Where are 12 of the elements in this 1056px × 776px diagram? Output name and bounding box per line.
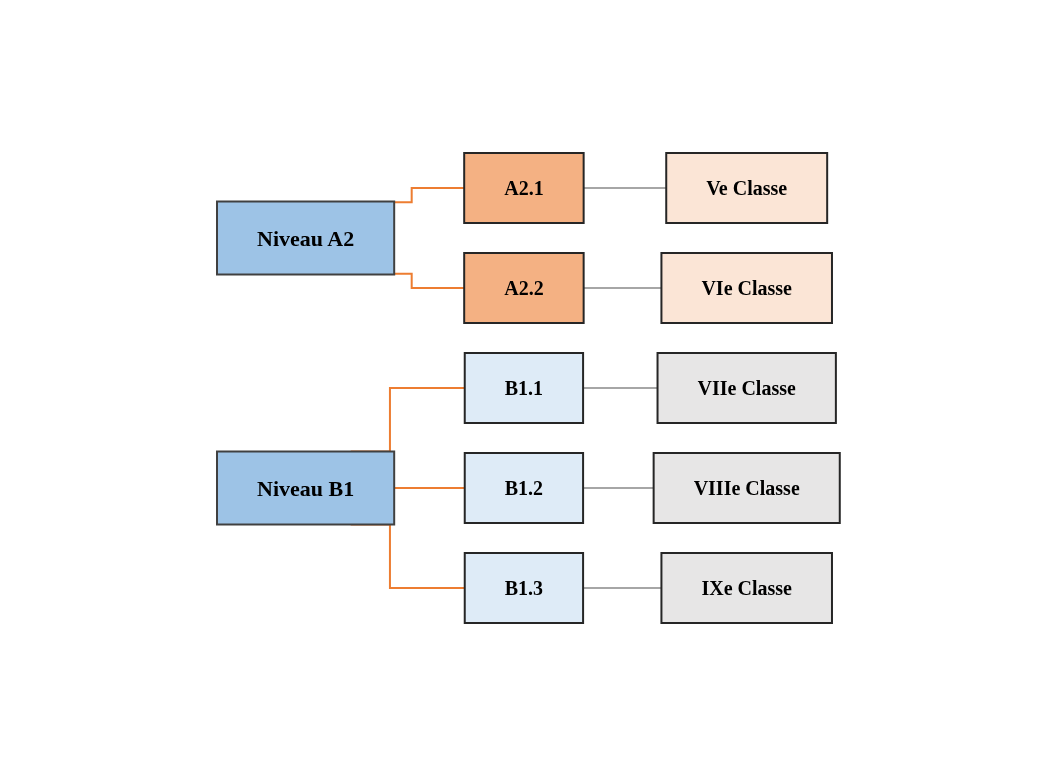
node-box: B1.2 (463, 452, 584, 524)
node-box: IXe Classe (660, 552, 833, 624)
node-box: Ve Classe (664, 152, 828, 224)
node-box: A2.2 (462, 252, 585, 324)
node-box: VIe Classe (660, 252, 833, 324)
node-box: B1.1 (463, 352, 584, 424)
node-box: B1.3 (463, 552, 584, 624)
node-box: A2.1 (462, 152, 585, 224)
node-box: Niveau A2 (215, 200, 395, 276)
node-box: Niveau B1 (215, 450, 395, 526)
node-box: VIIIe Classe (652, 452, 841, 524)
node-box: VIIe Classe (656, 352, 837, 424)
